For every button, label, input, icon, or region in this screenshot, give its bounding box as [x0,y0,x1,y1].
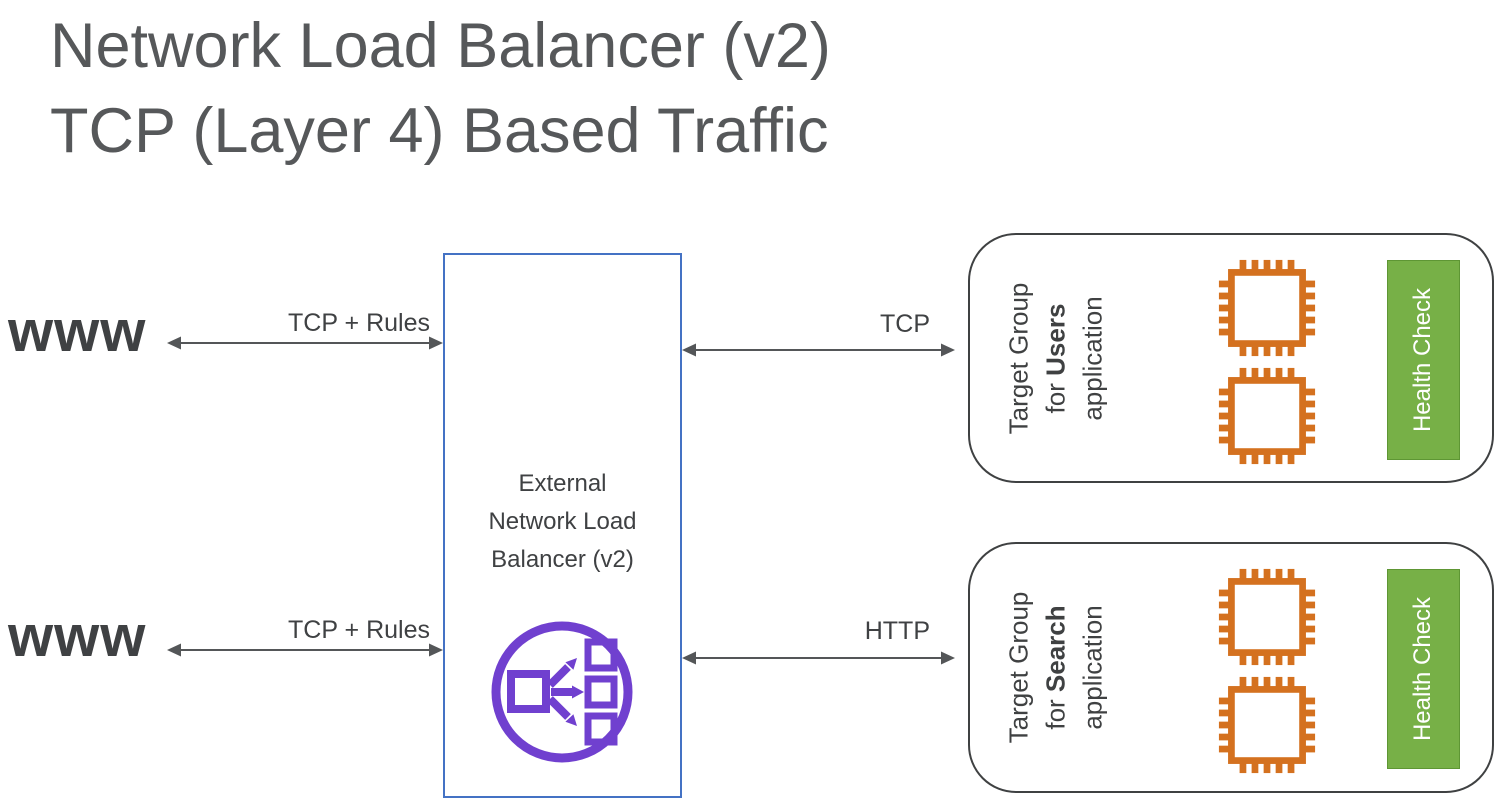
arrow-label-tcp-rules-bottom: TCP + Rules [288,616,430,644]
server-chip-icon [1218,568,1316,666]
elastic-load-balancer-icon [491,621,633,763]
target-group-users-label-line2: for Users [1040,303,1071,413]
load-balancer-label-line3: Balancer (v2) [491,546,634,573]
health-check-label: Health Check [1409,287,1437,433]
target-group-search-label-line1: Target Group [1003,591,1034,744]
health-check-label: Health Check [1409,596,1437,742]
target-group-search-instances [1217,567,1317,775]
target-group-search-label-line2: for Search [1040,605,1071,730]
target-group-search-label: Target Group for Search application [982,544,1130,791]
target-group-users-label-line1: Target Group [1003,282,1034,434]
health-check-badge: Health Check [1387,569,1460,769]
arrow-label-http: HTTP [864,617,930,645]
load-balancer-label-line2: Network Load [488,508,637,535]
slide-title-line1: Network Load Balancer (v2) [50,11,831,81]
target-group-search-box: Target Group for Search application [968,542,1494,793]
server-chip-icon [1218,259,1316,357]
arrow-lb-to-search [682,651,955,665]
server-chip-icon [1218,367,1316,465]
slide-title: Network Load Balancer (v2) TCP (Layer 4)… [50,4,831,174]
server-chip-icon [1218,676,1316,774]
slide-title-line2: TCP (Layer 4) Based Traffic [50,96,829,166]
www-client-bottom: www [8,604,147,669]
target-group-users-label: Target Group for Users application [982,235,1130,481]
target-group-users-box: Target Group for Users application [968,233,1494,483]
arrow-www-to-lb-top [167,336,443,350]
target-group-users-instances [1217,258,1317,466]
arrow-lb-to-users [682,343,955,357]
arrow-label-tcp: TCP [880,310,930,338]
health-check-badge: Health Check [1387,260,1460,460]
target-group-search-label-line3: application [1077,605,1108,730]
load-balancer-box: External Network Load Balancer (v2) [443,253,682,798]
arrow-label-tcp-rules-top: TCP + Rules [288,309,430,337]
target-group-users-label-line3: application [1077,295,1108,421]
www-client-top: www [8,299,147,364]
load-balancer-label-line1: External [518,470,607,497]
arrow-www-to-lb-bottom [167,643,443,657]
load-balancer-label: External Network Load Balancer (v2) [445,465,680,579]
